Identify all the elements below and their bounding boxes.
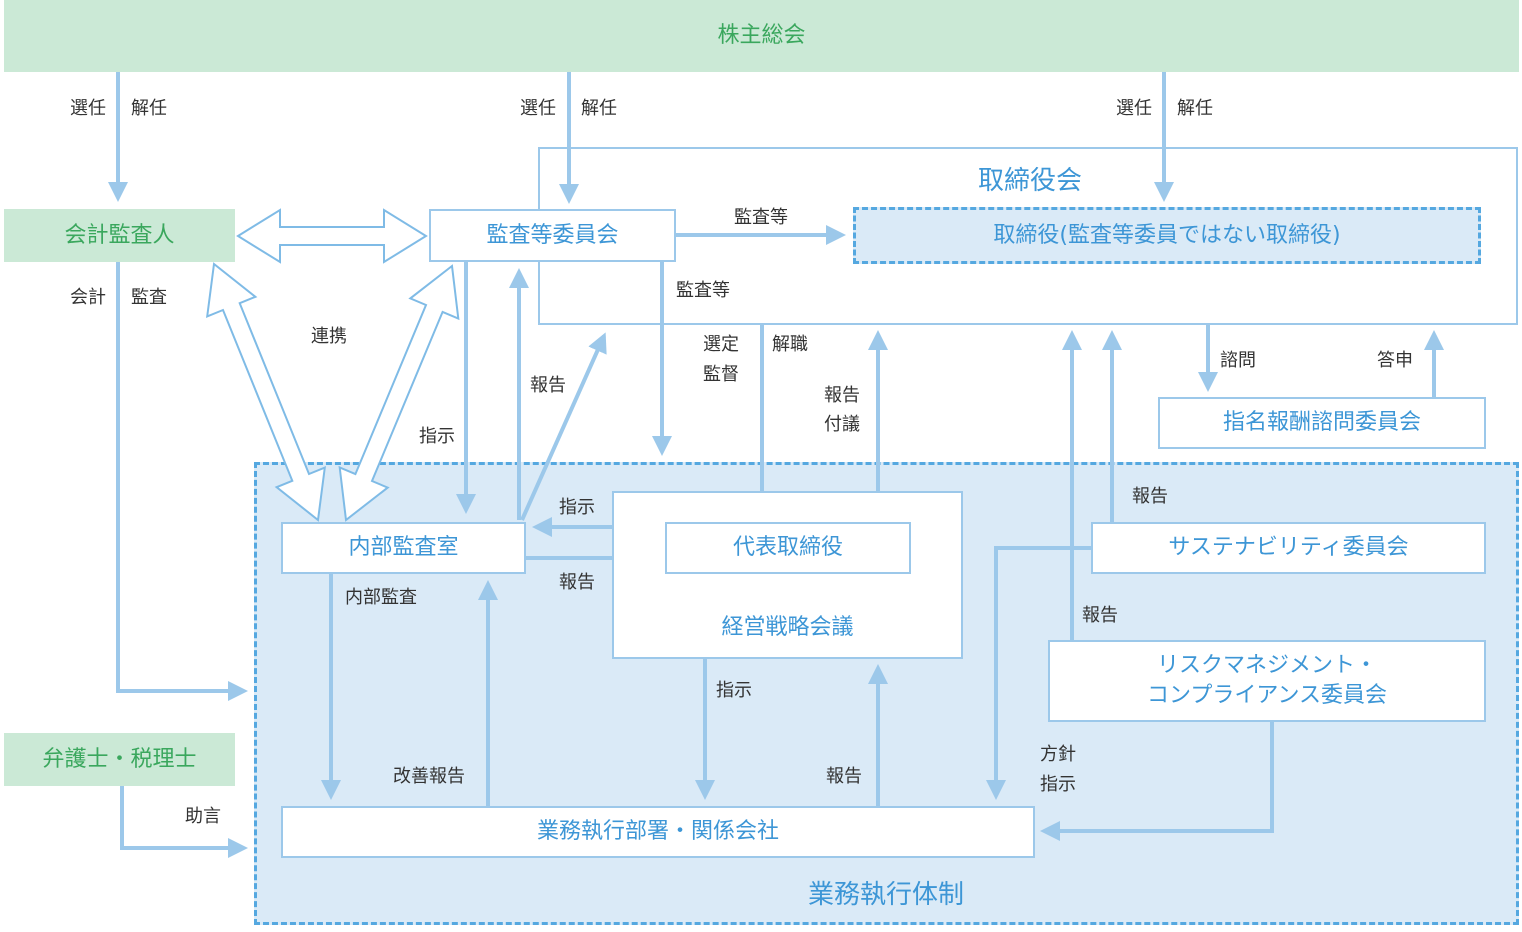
accounting-auditor-label: 会計監査人 bbox=[64, 222, 175, 248]
label-consult: 諮問 bbox=[1220, 350, 1256, 371]
liaison-arrow-horizontal bbox=[236, 208, 428, 264]
label-supervise: 監督 bbox=[703, 364, 739, 385]
audit-committee-box: 監査等委員会 bbox=[429, 209, 676, 262]
label-audit: 監査 bbox=[131, 287, 167, 308]
directors-box: 取締役(監査等委員ではない取締役) bbox=[853, 207, 1481, 264]
audit-committee-label: 監査等委員会 bbox=[486, 222, 619, 248]
label-report-5: 報告 bbox=[826, 766, 862, 787]
risk-label-line1: リスクマネジメント・ bbox=[1156, 653, 1377, 679]
label-dismiss-2: 解任 bbox=[581, 98, 617, 119]
lawyers-label: 弁護士・税理士 bbox=[42, 746, 197, 772]
internal-audit-label: 内部監査室 bbox=[348, 535, 459, 561]
label-policy: 方針 bbox=[1040, 744, 1076, 765]
label-report-submit-2: 付議 bbox=[824, 414, 860, 435]
arrow-policy bbox=[986, 546, 1093, 800]
sustainability-box: サステナビリティ委員会 bbox=[1091, 522, 1486, 574]
label-liaison: 連携 bbox=[311, 326, 347, 347]
label-dismiss-1: 解任 bbox=[131, 98, 167, 119]
nomination-label: 指名報酬諮問委員会 bbox=[1222, 410, 1421, 436]
label-instruct-4: 指示 bbox=[1040, 774, 1076, 795]
label-elect-2: 選任 bbox=[520, 98, 556, 119]
nomination-box: 指名報酬諮問委員会 bbox=[1158, 397, 1486, 449]
arrow-advice bbox=[120, 786, 248, 858]
label-advice: 助言 bbox=[185, 806, 221, 827]
label-internal-audit-act: 内部監査 bbox=[345, 587, 417, 608]
representative-label: 代表取締役 bbox=[732, 535, 843, 561]
internal-audit-box: 内部監査室 bbox=[281, 522, 526, 574]
label-improve-report: 改善報告 bbox=[393, 766, 465, 787]
liaison-arrow-right bbox=[338, 264, 460, 522]
mgmt-meeting-label: 経営戦略会議 bbox=[721, 615, 854, 641]
risk-box: リスクマネジメント・ コンプライアンス委員会 bbox=[1048, 640, 1486, 722]
label-report-2: 報告 bbox=[559, 572, 595, 593]
label-elect-3: 選任 bbox=[1116, 98, 1152, 119]
shareholders-box: 株主総会 bbox=[4, 0, 1519, 72]
arrow-risk-business bbox=[1040, 721, 1274, 841]
label-instruct-2: 指示 bbox=[559, 497, 595, 518]
risk-label-line2: コンプライアンス委員会 bbox=[1146, 683, 1388, 708]
exec-system-title: 業務執行体制 bbox=[807, 880, 964, 910]
label-remove: 解職 bbox=[772, 334, 808, 355]
label-audit-etc-2: 監査等 bbox=[676, 280, 730, 301]
board-title: 取締役会 bbox=[977, 166, 1082, 196]
label-select: 選定 bbox=[703, 334, 739, 355]
label-report-4: 報告 bbox=[1082, 605, 1118, 626]
label-elect-1: 選任 bbox=[70, 98, 106, 119]
shareholders-label: 株主総会 bbox=[717, 23, 806, 49]
label-report-1: 報告 bbox=[530, 375, 566, 396]
sustainability-label: サステナビリティ委員会 bbox=[1168, 535, 1409, 561]
label-dismiss-3: 解任 bbox=[1177, 98, 1213, 119]
representative-box: 代表取締役 bbox=[665, 522, 911, 574]
business-units-box: 業務執行部署・関係会社 bbox=[281, 806, 1035, 858]
label-instruct-1: 指示 bbox=[419, 426, 455, 447]
arrow-accounting-audit bbox=[116, 262, 248, 701]
accounting-auditor-box: 会計監査人 bbox=[4, 209, 235, 262]
lawyers-box: 弁護士・税理士 bbox=[4, 733, 235, 786]
label-report-submit-1: 報告 bbox=[824, 385, 860, 406]
label-report-3: 報告 bbox=[1132, 486, 1168, 507]
liaison-arrow-left bbox=[205, 262, 327, 522]
directors-label: 取締役(監査等委員ではない取締役) bbox=[993, 222, 1341, 248]
label-audit-etc-1: 監査等 bbox=[734, 207, 788, 228]
label-accounting: 会計 bbox=[70, 287, 106, 308]
mgmt-meeting-box: 経営戦略会議 bbox=[612, 491, 963, 659]
business-units-label: 業務執行部署・関係会社 bbox=[536, 819, 779, 845]
label-answer: 答申 bbox=[1377, 350, 1413, 371]
label-instruct-3: 指示 bbox=[716, 680, 752, 701]
arrow-report-board bbox=[520, 332, 607, 521]
